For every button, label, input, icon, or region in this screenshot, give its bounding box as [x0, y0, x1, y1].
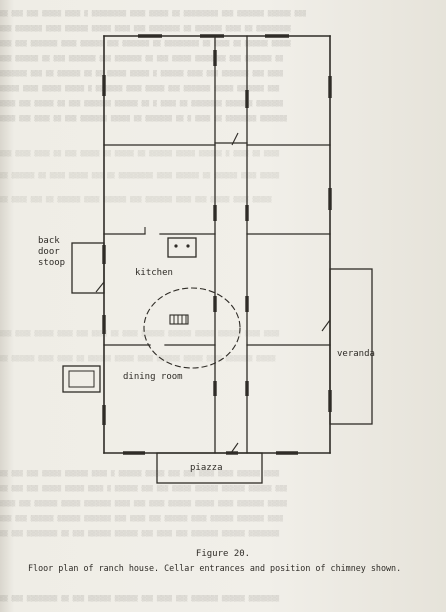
bleed-through-line: ▒▒ ▒▒▒▒▒▒ ▒▒ ▒▒▒▒ ▒▒▒▒▒ ▒▒▒ ▒▒ ▒▒▒▒▒▒▒▒▒… [0, 172, 280, 179]
bleed-through-line: ▒▒ ▒▒▒ ▒▒▒ ▒▒▒▒▒ ▒▒▒▒▒ ▒▒▒▒ ▒ ▒▒▒▒▒▒ ▒▒▒… [0, 485, 287, 492]
bleed-through-line: ▒▒▒▒ ▒▒▒ ▒▒▒▒▒▒ ▒▒▒▒▒ ▒▒▒▒▒▒▒ ▒▒▒▒ ▒▒▒ ▒… [0, 500, 287, 507]
door-swing [231, 132, 239, 146]
stove-burner [186, 244, 190, 248]
cellar-entrance-opening [68, 370, 95, 388]
dining-room-label: dining room [123, 372, 183, 382]
piazza-outline [156, 452, 263, 484]
back-door-stoop-label-line3: stoop [38, 258, 66, 268]
back-door-stoop-outline [71, 242, 105, 294]
stove [167, 237, 197, 258]
bleed-through-line: ▒▒▒ ▒▒▒▒ ▒▒▒▒▒ ▒▒▒▒ ▒▒▒ ▒▒▒▒ ▒▒ ▒▒▒▒ ▒▒▒… [0, 330, 280, 337]
bleed-through-line: ▒▒▒▒▒ ▒▒▒▒ ▒▒▒▒▒ ▒▒▒▒▒ ▒ ▒▒▒▒▒▒▒ ▒▒▒▒ ▒▒… [0, 85, 280, 92]
figure-number: Figure 20. [195, 549, 251, 559]
kitchen-label: kitchen [135, 268, 173, 278]
cellar-entrance-outline [62, 365, 101, 393]
back-door-stoop-label-line2: door [38, 247, 60, 257]
door-swing [95, 281, 105, 293]
bleed-through-line: ▒▒▒▒ ▒▒▒ ▒▒▒▒ ▒▒ ▒▒▒ ▒▒▒▒▒▒▒ ▒▒▒▒▒ ▒▒ ▒▒… [0, 115, 287, 122]
piazza-label: piazza [190, 463, 223, 473]
figure-caption: Floor plan of ranch house. Cellar entran… [28, 563, 402, 573]
floor-plan [62, 34, 373, 484]
bleed-through-line: ▒▒▒▒▒▒▒ ▒▒▒ ▒▒ ▒▒▒▒▒▒ ▒▒ ▒▒ ▒▒▒▒▒ ▒▒▒▒▒ … [0, 70, 284, 77]
interior-walls [103, 35, 331, 454]
bleed-through-line: ▒▒ ▒▒▒ ▒▒▒ ▒▒▒▒▒ ▒▒▒▒▒▒ ▒▒▒▒ ▒ ▒▒▒▒▒▒ ▒▒… [0, 470, 280, 477]
bleed-through-line: ▒▒▒ ▒▒▒▒▒▒▒ ▒▒▒▒ ▒▒▒▒▒▒ ▒▒▒▒▒ ▒▒▒▒ ▒▒▒ ▒… [0, 25, 291, 32]
bleed-through-line: ▒▒ ▒▒▒ ▒▒▒ ▒▒▒▒▒ ▒▒▒▒ ▒ ▒▒▒▒▒▒▒▒▒ ▒▒▒▒ ▒… [0, 10, 307, 17]
bleed-through-line: ▒▒▒ ▒▒▒▒ ▒▒▒▒ ▒▒ ▒▒▒ ▒▒▒▒▒ ▒▒ ▒▒▒▒▒ ▒▒ ▒… [0, 150, 280, 157]
back-door-stoop-label-line1: back [38, 236, 60, 246]
bleed-through-line: ▒▒▒ ▒▒▒ ▒▒▒▒▒▒ ▒▒▒▒▒▒ ▒▒▒▒▒▒▒ ▒▒▒ ▒▒▒▒ ▒… [0, 515, 284, 522]
bleed-through-line: ▒▒ ▒▒▒ ▒▒▒▒▒▒▒▒ ▒▒ ▒▒▒ ▒▒▒▒▒▒ ▒▒▒▒▒▒ ▒▒▒… [0, 595, 280, 602]
chimney [169, 314, 189, 325]
bleed-through-line: ▒▒▒▒ ▒▒▒ ▒▒▒▒▒ ▒▒ ▒▒▒ ▒▒▒▒▒▒▒ ▒▒▒▒▒▒ ▒▒ … [0, 100, 284, 107]
bleed-through-line: ▒▒▒ ▒▒▒ ▒▒▒▒▒▒▒ ▒▒▒▒ ▒▒▒▒▒▒ ▒▒▒ ▒▒▒▒▒▒▒ … [0, 40, 291, 47]
bleed-through-line: ▒▒ ▒▒▒▒ ▒▒▒ ▒▒ ▒▒▒▒▒▒ ▒▒▒▒ ▒▒▒▒▒▒ ▒▒▒ ▒▒… [0, 196, 272, 203]
door-swing [321, 319, 331, 332]
veranda-outline [329, 268, 373, 425]
bleed-through-line: ▒▒ ▒▒▒▒▒▒ ▒▒▒▒ ▒▒▒▒ ▒▒ ▒▒▒▒▒▒ ▒▒▒▒▒ ▒▒▒▒… [0, 355, 276, 362]
bleed-through-line: ▒▒▒ ▒▒▒▒▒▒ ▒▒ ▒▒▒ ▒▒▒▒▒▒▒ ▒▒▒ ▒▒▒▒▒▒▒ ▒▒… [0, 55, 284, 62]
chimney-area-dashed-circle [143, 287, 241, 369]
veranda-label: veranda [337, 349, 375, 359]
stove-burner [174, 244, 178, 248]
door-swing [230, 442, 239, 454]
bleed-through-line: ▒▒ ▒▒▒ ▒▒▒▒▒▒▒▒ ▒▒ ▒▒▒ ▒▒▒▒▒▒ ▒▒▒▒▒▒ ▒▒▒… [0, 530, 280, 537]
